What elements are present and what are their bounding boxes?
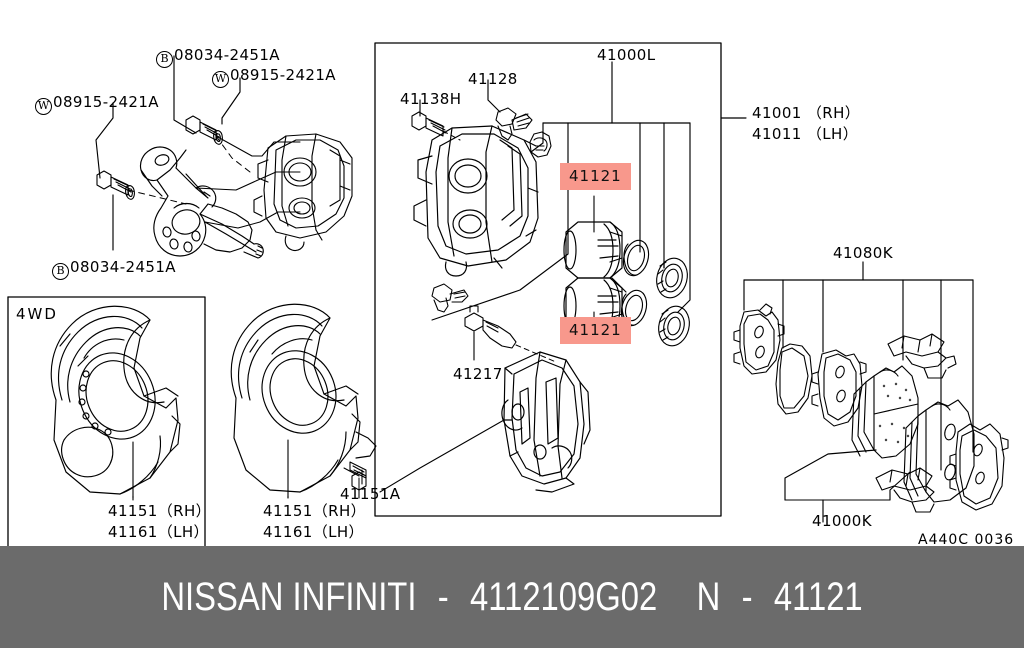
label-41128: 41128 (468, 70, 518, 88)
banner-catalog-prefix: N (696, 574, 721, 619)
label-41000k: 41000K (812, 512, 872, 530)
banner-separator: - (437, 574, 449, 619)
label-41138h: 41138H (400, 90, 462, 108)
label-41000l: 41000L (597, 46, 656, 64)
marker-w-icon: W (35, 98, 52, 115)
label-41151-rh-left: 41151（RH） (108, 502, 212, 520)
banner-part-number: 4112109G02 (470, 574, 658, 619)
banner-brand: NISSAN INFINITI (161, 574, 417, 619)
marker-b-icon: B (52, 263, 69, 280)
highlighted-part-41121-upper: 41121 (560, 163, 631, 190)
label-diagram-code: A440C 0036 (918, 532, 1015, 548)
marker-b-icon: B (156, 51, 173, 68)
marker-w-icon: W (212, 71, 229, 88)
banner-catalog-number: 41121 (773, 574, 863, 619)
label-41001-rh: 41001 （RH） (752, 104, 861, 122)
banner-catalog-separator: - (741, 574, 753, 619)
label-41161-lh-left: 41161（LH） (108, 523, 209, 541)
highlighted-part-41121-lower: 41121 (560, 317, 631, 344)
label-4wd-box-title: 4WD (16, 305, 58, 323)
label-41217: 41217 (453, 365, 503, 383)
label-41151-rh-center: 41151（RH） (263, 502, 367, 520)
label-41080k: 41080K (833, 244, 893, 262)
label-41161-lh-center: 41161（LH） (263, 523, 364, 541)
label-41011-lh: 41011 （LH） (752, 125, 859, 143)
label-41151a: 41151A (340, 485, 401, 503)
